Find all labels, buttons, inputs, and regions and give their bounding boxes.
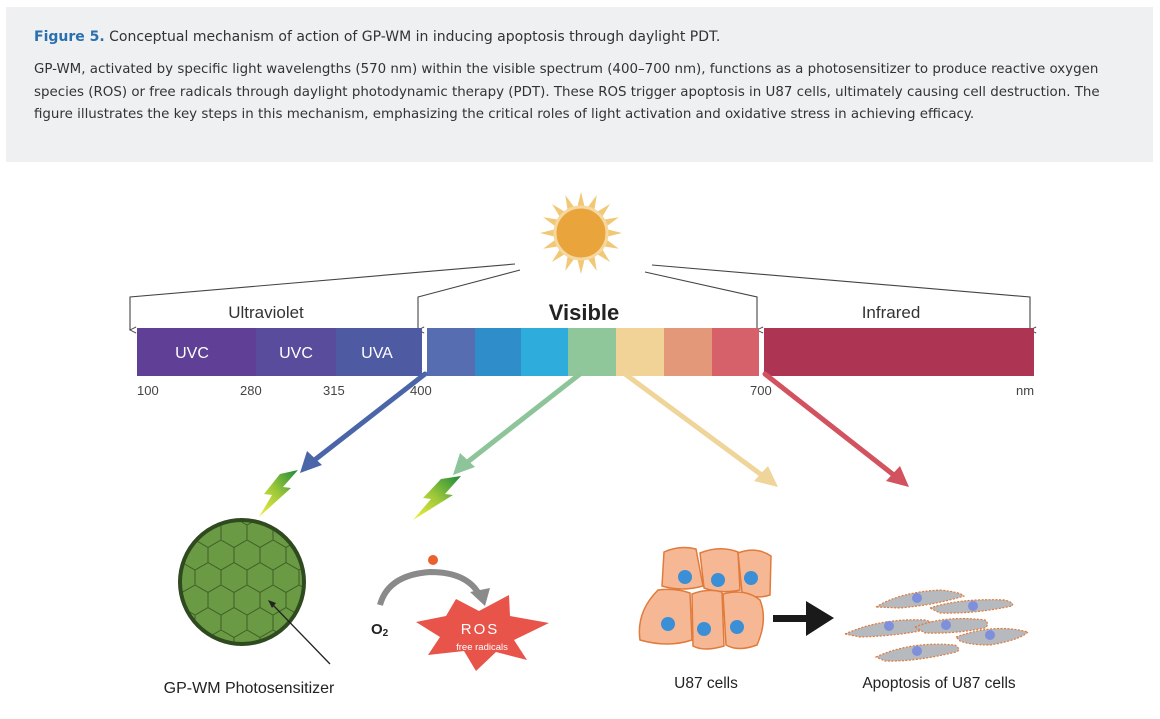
tick-700: 700 xyxy=(750,383,772,398)
sun-ray xyxy=(552,249,565,262)
uvc-label-1: UVC xyxy=(175,345,209,362)
sun-ray xyxy=(565,195,574,210)
ultraviolet-label: Ultraviolet xyxy=(228,303,304,322)
cell xyxy=(722,591,765,650)
u87-cells-label: U87 cells xyxy=(674,675,738,692)
sun-ray xyxy=(588,256,597,271)
sun-ray xyxy=(577,259,585,274)
sun-ray xyxy=(565,256,574,271)
sun-ray xyxy=(540,229,555,237)
cell xyxy=(638,588,693,645)
visible-green xyxy=(568,328,616,376)
visible-violet xyxy=(427,328,475,376)
infrared-label: Infrared xyxy=(862,303,921,322)
ultraviolet-bracket xyxy=(130,263,521,330)
tick-nm: nm xyxy=(1016,383,1034,398)
caption-title: Figure 5. Conceptual mechanism of action… xyxy=(34,27,1123,47)
lightning-icon xyxy=(413,476,461,520)
uvc-band-2 xyxy=(256,328,336,376)
sun-ray xyxy=(597,249,610,262)
ros-sublabel: free radicals xyxy=(456,642,508,653)
apoptotic-cells xyxy=(843,589,1030,662)
spectrum-bar: UVC UVC UVA xyxy=(137,328,1034,376)
sun-ray xyxy=(607,229,622,237)
figure-label: Figure 5. xyxy=(34,29,105,45)
caption-title-text: Conceptual mechanism of action of GP-WM … xyxy=(109,29,721,45)
caption-body: GP-WM, activated by specific light wavel… xyxy=(34,62,1100,122)
cell xyxy=(691,589,725,650)
ros-burst xyxy=(416,595,549,671)
visible-orange xyxy=(664,328,712,376)
apoptosis-label: Apoptosis of U87 cells xyxy=(862,675,1016,692)
sun-ray xyxy=(552,204,565,217)
light-arrows xyxy=(300,371,909,487)
uvc-band-1 xyxy=(137,328,256,376)
sun-ray xyxy=(604,240,619,249)
wavelength-ticks: 100 280 315 400 700 nm xyxy=(137,383,1034,398)
tick-315: 315 xyxy=(323,383,345,398)
oxygen-label: O2 xyxy=(371,621,389,639)
sun-ray xyxy=(577,192,585,207)
sun-ray xyxy=(543,240,558,249)
visible-yellow xyxy=(616,328,664,376)
uva-label: UVA xyxy=(361,345,393,362)
apoptotic-cell xyxy=(913,617,989,634)
visible-label: Visible xyxy=(549,300,620,325)
oxygen-conversion: O2 ROS free radicals xyxy=(371,555,549,671)
transition-arrow xyxy=(773,601,834,636)
tick-280: 280 xyxy=(240,383,262,398)
lightning-icon xyxy=(259,470,298,517)
visible-red xyxy=(712,328,759,376)
visible-cyan xyxy=(521,328,568,376)
cell xyxy=(661,546,704,590)
tick-400: 400 xyxy=(410,383,432,398)
sun-icon xyxy=(540,192,622,274)
sun-ray xyxy=(604,217,619,226)
uvc-label-2: UVC xyxy=(279,345,313,362)
infrared-bracket xyxy=(644,264,1030,330)
u87-cells xyxy=(638,546,772,650)
ros-label: ROS xyxy=(461,621,500,638)
uva-band xyxy=(336,328,422,376)
photosensitizer-label: GP-WM Photosensitizer xyxy=(164,680,335,697)
sun-ray xyxy=(588,195,597,210)
photosensitizer-circle xyxy=(178,518,331,665)
sun-ray xyxy=(543,217,558,226)
figure-caption: Figure 5. Conceptual mechanism of action… xyxy=(6,7,1153,162)
visible-blue xyxy=(475,328,521,376)
infrared-band xyxy=(764,328,1034,376)
tick-100: 100 xyxy=(137,383,159,398)
sun-ray xyxy=(597,204,610,217)
